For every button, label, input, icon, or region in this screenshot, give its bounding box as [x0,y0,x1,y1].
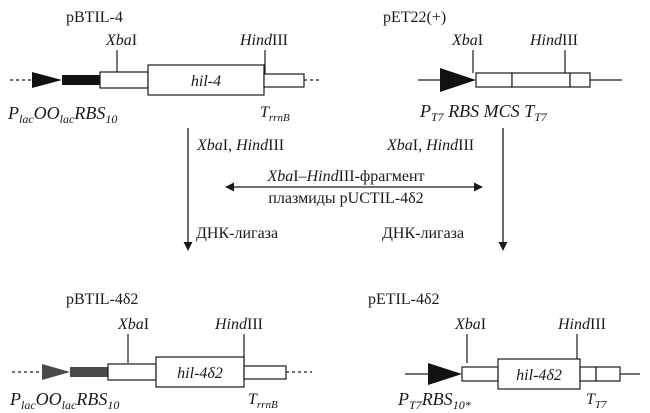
terminator-segment [595,366,621,382]
lac-promoter-arrow-icon [32,72,62,88]
rbs-segment [475,72,513,88]
left-ligase-label: ДНК-лигаза [196,225,278,242]
elements-label: PT7 RBS MCS TT7 [419,101,548,124]
terminator-label: TrrnB [260,104,290,124]
rbs-segment [461,366,499,382]
procedure-steps: XbaI, HindIII XbaI, HindIII XbaI–HindIII… [183,128,508,251]
terminator-segment [243,365,287,380]
hindiii-site-label: HindIII [239,32,288,49]
insert-label: hil-4δ2 [516,367,562,384]
hindiii-site-label: HindIII [557,316,606,333]
panel-pet22: pET22(+) XbaI HindIII PT7 RBS MCS TT7 [383,9,622,124]
hindiii-site-label: HindIII [529,32,578,49]
hindiii-site-label: HindIII [214,316,263,333]
fragment-label-line1: XbaI–HindIII-фрагмент [266,168,424,185]
terminator-label: TrrnB [248,391,278,411]
rbs-segment [107,363,157,381]
insert-label: hil-4 [191,73,221,90]
operator-block [70,367,108,377]
left-digest-label: XbaI, HindIII [196,137,284,154]
right-ligase-label: ДНК-лигаза [382,225,464,242]
insert-label: hil-4δ2 [177,365,223,382]
terminator-label: TT7 [586,391,607,411]
terminator-segment [569,72,591,88]
right-digest-label: XbaI, HindIII [386,137,474,154]
rbs-segment [99,71,149,89]
xbai-site-label: XbaI [105,32,137,49]
promoter-label: PlacOOlacRBS10 [7,103,117,126]
operator-block [62,75,100,85]
panel-petil4d2: pETIL-4δ2 XbaI HindIII hil-4δ2 PT7RBS10*… [368,291,640,412]
promoter-label: PT7RBS10* [397,389,471,412]
plasmid-name-pet22: pET22(+) [383,9,446,26]
hil4d2-insert-box [497,358,581,390]
xbai-site-label: XbaI [451,32,483,49]
plasmid-name-pbtil4d2: pBTIL-4δ2 [66,291,138,308]
fragment-label-line2: плазмиды pUCTIL-4δ2 [268,190,423,207]
panel-pbtil4d2: pBTIL-4δ2 XbaI HindIII hil-4δ2 PlacOOlac… [9,291,312,412]
xbai-site-label: XbaI [117,316,149,333]
lac-promoter-arrow-icon [42,364,70,380]
panel-pbtil4: pBTIL-4 XbaI HindIII hil-4 PlacOOlacRBS1… [7,9,320,126]
linker-segment [579,366,597,382]
t7-promoter-arrow-icon [428,363,462,385]
terminator-segment [263,73,305,88]
plasmid-name-pbtil4: pBTIL-4 [66,9,123,26]
promoter-label: PlacOOlacRBS10 [9,389,119,412]
xbai-site-label: XbaI [454,316,486,333]
mcs-segment [511,72,571,88]
plasmid-name-petil4d2: pETIL-4δ2 [368,291,440,308]
t7-promoter-arrow-icon [440,68,476,92]
hil4-insert-box [147,64,265,96]
